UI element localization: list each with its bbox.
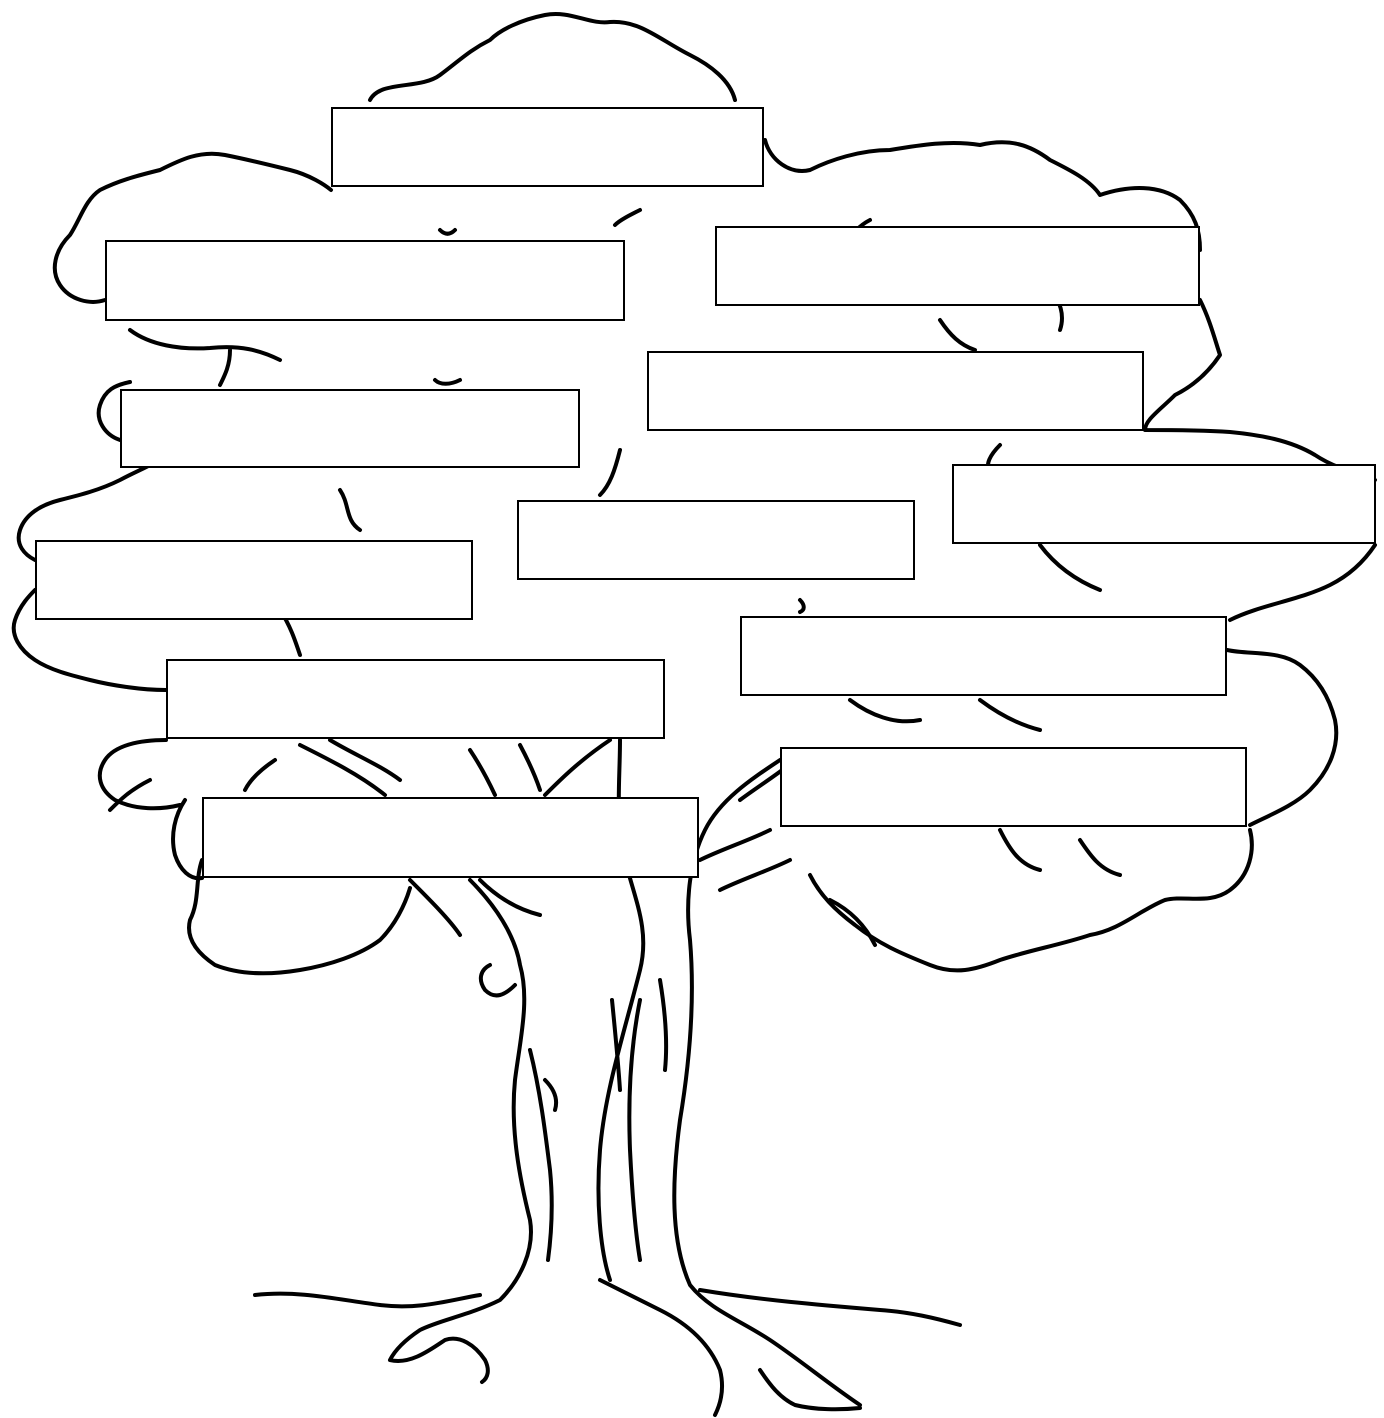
name-box[interactable]: [105, 240, 625, 321]
name-box[interactable]: [740, 616, 1227, 696]
name-box[interactable]: [35, 540, 473, 620]
name-box[interactable]: [517, 500, 915, 580]
name-box[interactable]: [202, 797, 699, 878]
name-box[interactable]: [647, 351, 1144, 431]
name-box[interactable]: [166, 659, 665, 739]
name-box[interactable]: [120, 389, 580, 468]
name-box[interactable]: [715, 226, 1200, 306]
name-box[interactable]: [331, 107, 764, 187]
name-box[interactable]: [952, 464, 1376, 544]
name-box[interactable]: [780, 747, 1247, 827]
